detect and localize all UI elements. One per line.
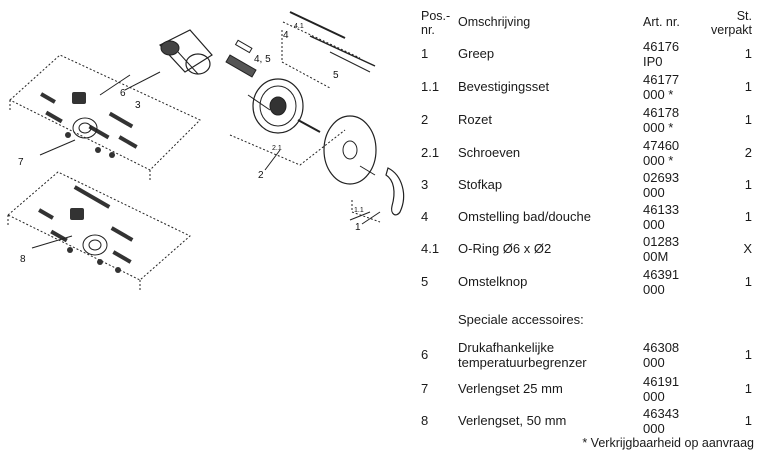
row-pos: 5 xyxy=(421,274,429,289)
row-pos: 4.1 xyxy=(421,241,440,256)
accessory-qty: 1 xyxy=(744,413,752,428)
accessory-pos: 6 xyxy=(421,347,429,362)
row-desc: O-Ring Ø6 x Ø2 xyxy=(458,241,552,256)
row-desc: Stofkap xyxy=(458,177,503,192)
row-art: 46177 000 * xyxy=(643,72,680,102)
callout-4-5: 4, 5 xyxy=(254,54,271,65)
accessory-pos: 8 xyxy=(421,413,429,428)
callout-4-1: 4.1 xyxy=(294,23,304,30)
row-pos: 4 xyxy=(421,209,429,224)
row-desc: Omstelknop xyxy=(458,274,528,289)
row-desc: Omstelling bad/douche xyxy=(458,209,591,224)
accessory-desc: Verlengset 25 mm xyxy=(458,381,563,396)
accessory-pos: 7 xyxy=(421,381,429,396)
diverter-cartridge-part-4 xyxy=(225,11,376,89)
handle-part-1 xyxy=(323,115,405,223)
header-art: Art. nr. xyxy=(643,15,680,29)
callout-1-1: 1.1 xyxy=(354,207,364,214)
extension-panel-7 xyxy=(9,54,201,182)
row-art: 46176 IP0 xyxy=(643,39,680,69)
row-qty: 1 xyxy=(744,46,752,61)
dust-cap-part-3 xyxy=(159,29,213,75)
row-qty: 1 xyxy=(744,209,752,224)
callout-2: 2 xyxy=(258,170,264,181)
callout-3: 3 xyxy=(135,100,141,111)
row-qty: 1 xyxy=(744,274,752,289)
accessory-desc: Verlengset, 50 mm xyxy=(458,413,567,428)
callout-7: 7 xyxy=(18,157,24,168)
extension-panel-8 xyxy=(7,171,191,292)
rosette-part-2 xyxy=(229,78,346,166)
row-qty: 2 xyxy=(744,145,752,160)
callout-6: 6 xyxy=(120,88,126,99)
callout-2-1: 2.1 xyxy=(272,145,282,152)
row-pos: 3 xyxy=(421,177,429,192)
row-art: 46178 000 * xyxy=(643,105,680,135)
row-art: 02693 000 xyxy=(643,170,680,200)
accessory-qty: 1 xyxy=(744,381,752,396)
accessory-art: 46308 000 xyxy=(643,340,680,370)
row-pos: 1 xyxy=(421,46,429,61)
row-pos: 2.1 xyxy=(421,145,440,160)
row-desc: Greep xyxy=(458,46,495,61)
row-desc: Schroeven xyxy=(458,145,521,160)
accessory-art: 46343 000 xyxy=(643,406,680,436)
callout-8: 8 xyxy=(20,254,26,265)
row-pos: 1.1 xyxy=(421,79,440,94)
row-art: 47460 000 * xyxy=(643,138,680,168)
row-qty: 1 xyxy=(744,79,752,94)
header-desc: Omschrijving xyxy=(458,15,531,29)
row-pos: 2 xyxy=(421,112,429,127)
row-art: 46133 000 xyxy=(643,202,680,232)
callout-4: 4 xyxy=(283,30,289,41)
row-desc: Rozet xyxy=(458,112,492,127)
accessory-art: 46191 000 xyxy=(643,374,680,404)
callout-5: 5 xyxy=(333,70,339,81)
accessory-desc: Drukafhankelijke temperatuurbegrenzer xyxy=(458,340,587,370)
row-art: 46391 000 xyxy=(643,267,680,297)
row-desc: Bevestigingsset xyxy=(458,79,550,94)
accessory-qty: 1 xyxy=(744,347,752,362)
callout-1: 1 xyxy=(355,222,361,233)
row-qty: 1 xyxy=(744,177,752,192)
row-art: 01283 00M xyxy=(643,234,680,264)
footnote: * Verkrijgbaarheid op aanvraag xyxy=(582,436,754,450)
accessories-heading: Speciale accessoires: xyxy=(458,312,584,327)
header-qty: St. verpakt xyxy=(711,9,752,37)
row-qty: 1 xyxy=(744,112,752,127)
header-pos: Pos.- nr. xyxy=(421,9,451,37)
row-qty: X xyxy=(743,241,752,256)
exploded-view-drawing: 6 3 7 8 4, 5 4 4.1 5 2 2.1 1 1.1 xyxy=(7,11,405,292)
